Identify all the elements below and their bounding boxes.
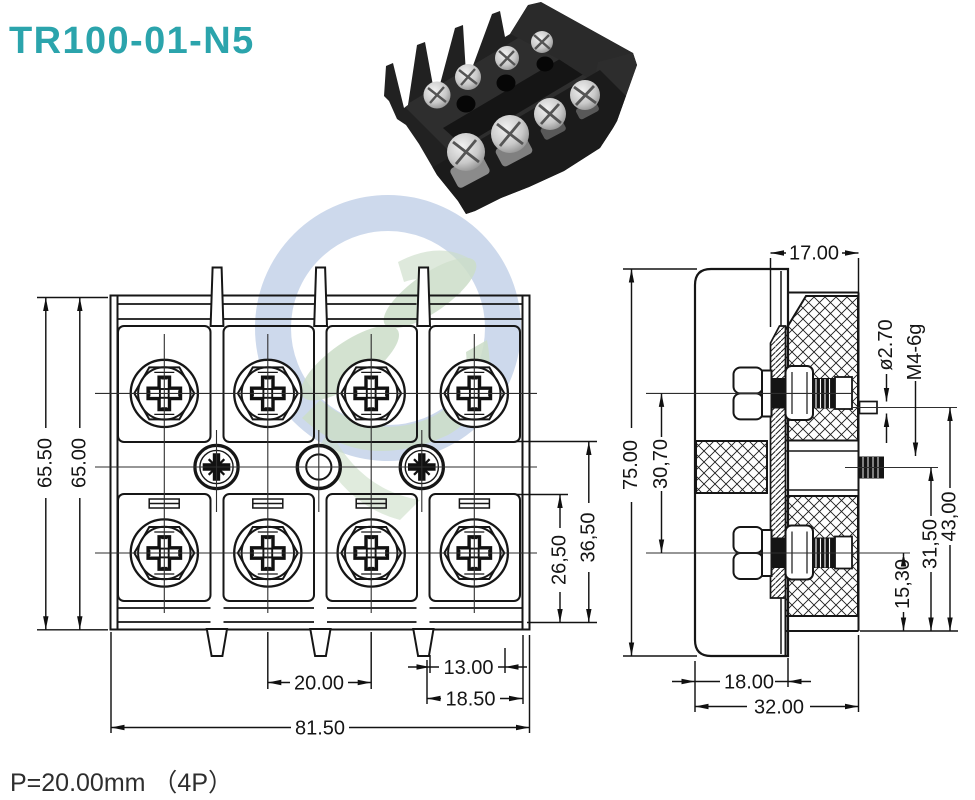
svg-text:30,70: 30,70 <box>650 439 672 489</box>
svg-text:18.50: 18.50 <box>445 689 495 711</box>
svg-text:P=20.00mm （4P）: P=20.00mm （4P） <box>10 769 233 797</box>
svg-text:65.00: 65.00 <box>68 438 90 488</box>
svg-text:TR100-01-N5: TR100-01-N5 <box>9 20 255 62</box>
svg-text:18.00: 18.00 <box>724 672 774 694</box>
svg-text:75.00: 75.00 <box>620 440 642 490</box>
svg-text:31,50: 31,50 <box>919 519 941 569</box>
svg-text:32.00: 32.00 <box>754 697 804 719</box>
svg-text:26,50: 26,50 <box>548 535 570 585</box>
svg-text:13.00: 13.00 <box>443 657 493 679</box>
svg-text:65.50: 65.50 <box>34 438 56 488</box>
svg-text:17.00: 17.00 <box>789 243 839 265</box>
svg-text:ø2.70: ø2.70 <box>875 319 897 370</box>
svg-text:36,50: 36,50 <box>577 512 599 562</box>
svg-text:M4-6g: M4-6g <box>904 324 926 381</box>
svg-text:20.00: 20.00 <box>294 673 344 695</box>
svg-text:81.50: 81.50 <box>295 718 345 740</box>
svg-text:15,30: 15,30 <box>892 559 914 609</box>
svg-text:43,00: 43,00 <box>938 491 960 541</box>
